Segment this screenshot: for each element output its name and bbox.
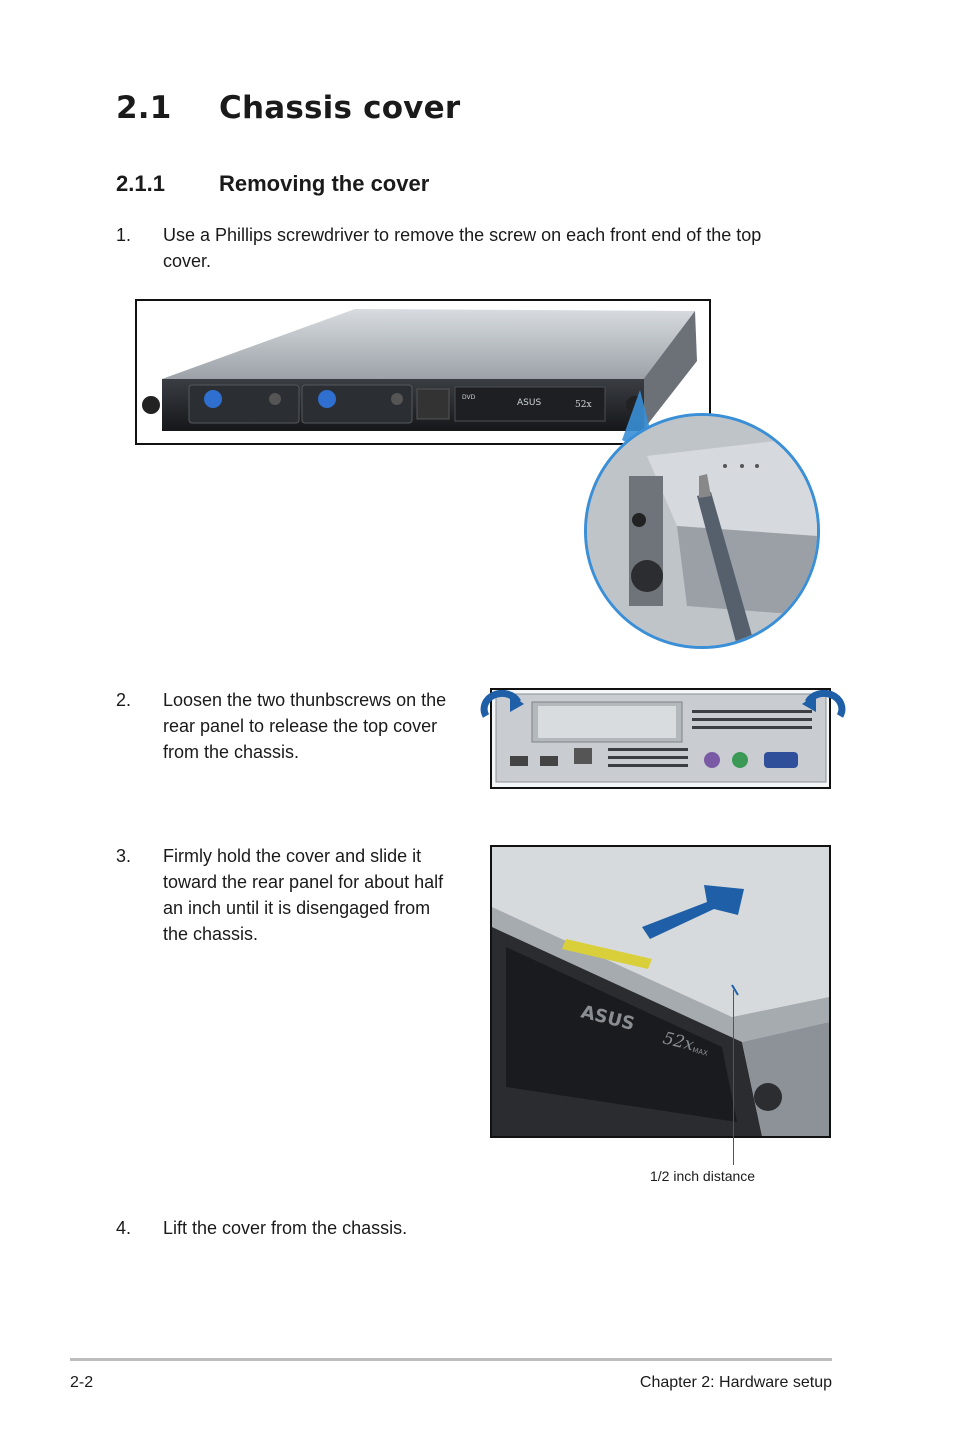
step-number: 1. bbox=[116, 225, 132, 245]
zoom-detail-circle bbox=[584, 413, 820, 649]
lan-port bbox=[574, 748, 592, 764]
step-text-line: the chassis. bbox=[163, 924, 259, 944]
step-text-line: toward the rear panel for about half bbox=[163, 872, 444, 892]
footer-divider bbox=[70, 1358, 832, 1361]
rear-panel-illustration bbox=[492, 690, 829, 787]
thumbscrew bbox=[631, 560, 663, 592]
step-text-line: rear panel to release the top cover bbox=[163, 716, 438, 736]
slide-direction-arrow-icon bbox=[642, 885, 744, 939]
rotate-arrow-left-icon bbox=[480, 690, 524, 718]
drive-speed: 52x bbox=[575, 400, 592, 410]
section-title: Chassis cover bbox=[219, 90, 461, 126]
step-text-line: from the chassis. bbox=[163, 742, 300, 762]
figure-slide-cover: ASUS 52x MAX bbox=[490, 845, 831, 1138]
optical-drive bbox=[454, 386, 606, 422]
vga-port bbox=[764, 752, 798, 768]
ps2-keyboard-port bbox=[732, 752, 748, 768]
section-heading: 2.1 Chassis cover bbox=[116, 90, 460, 126]
step-text-line: cover. bbox=[163, 251, 212, 271]
front-thumbscrew bbox=[754, 1083, 782, 1111]
step-text-line: Use a Phillips screwdriver to remove the… bbox=[163, 225, 762, 245]
chassis-top-cover bbox=[162, 309, 695, 381]
drive-brand: ASUS bbox=[517, 398, 541, 408]
chassis-side bbox=[642, 311, 697, 429]
ps2-mouse-port bbox=[704, 752, 720, 768]
drive-speed-suffix: MAX bbox=[692, 1046, 709, 1058]
figure-chassis-front: ASUS 52x DVD bbox=[135, 299, 711, 445]
front-screw-left bbox=[142, 396, 160, 414]
section-number: 2.1 bbox=[116, 90, 172, 126]
chassis-front-illustration: ASUS 52x DVD bbox=[142, 309, 697, 431]
screwdriver-illustration bbox=[587, 416, 817, 646]
drive-label-strip bbox=[562, 939, 652, 969]
subsection-heading: 2.1.1 Removing the cover bbox=[116, 171, 429, 197]
drive-bay-button bbox=[204, 390, 222, 408]
step-text-line: Firmly hold the cover and slide it bbox=[163, 846, 422, 866]
step-text-line: Lift the cover from the chassis. bbox=[163, 1218, 408, 1238]
figure-rear-panel bbox=[490, 688, 831, 789]
step-number: 2. bbox=[116, 690, 132, 710]
rotate-arrow-right-icon bbox=[802, 690, 846, 718]
screwdriver bbox=[697, 492, 755, 646]
step-text-line: an inch until it is disengaged from bbox=[163, 898, 431, 918]
caption-leader-line bbox=[733, 990, 734, 1165]
subsection-number: 2.1.1 bbox=[116, 171, 165, 196]
page-number: 2-2 bbox=[70, 1374, 94, 1391]
step-number: 4. bbox=[116, 1218, 132, 1238]
figure-caption: 1/2 inch distance bbox=[650, 1168, 756, 1184]
optical-drive bbox=[506, 947, 737, 1122]
step-text-line: Loosen the two thunbscrews on the bbox=[163, 690, 447, 710]
drive-label: DVD bbox=[462, 394, 476, 401]
step-number: 3. bbox=[116, 846, 132, 866]
drive-bay-button bbox=[318, 390, 336, 408]
slide-cover-illustration: ASUS 52x MAX bbox=[492, 847, 829, 1136]
subsection-title: Removing the cover bbox=[219, 171, 430, 196]
chapter-title: Chapter 2: Hardware setup bbox=[639, 1374, 832, 1391]
